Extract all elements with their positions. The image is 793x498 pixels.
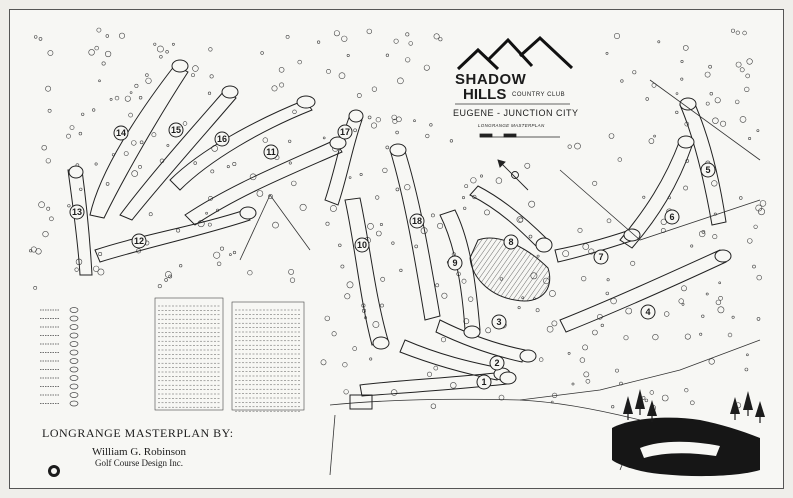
hole-number: 1 xyxy=(481,377,486,387)
hole-marker-3: 3 xyxy=(491,314,507,330)
north-arrow-icon xyxy=(497,159,529,191)
hole-marker-6: 6 xyxy=(664,209,680,225)
hole-number: 16 xyxy=(217,134,227,144)
roads xyxy=(239,79,761,476)
club-location: EUGENE - JUNCTION CITY xyxy=(453,108,579,118)
hole-number: 13 xyxy=(72,207,82,217)
hole-marker-13: 13 xyxy=(69,204,85,220)
firm-seal-icon xyxy=(48,465,60,477)
scale-bar xyxy=(479,133,560,138)
club-name-suffix: COUNTRY CLUB xyxy=(512,92,566,98)
hole-marker-17: 17 xyxy=(337,124,353,140)
tree-icon xyxy=(623,389,765,423)
designer-firm: Golf Course Design Inc. xyxy=(95,458,183,468)
hole-marker-12: 12 xyxy=(131,233,147,249)
hole-marker-5: 5 xyxy=(700,162,716,178)
hole-marker-9: 9 xyxy=(447,255,463,271)
hole-marker-18: 18 xyxy=(409,213,425,229)
club-name-line1: SHADOW xyxy=(455,71,527,88)
hole-number: 2 xyxy=(494,358,499,368)
hole-marker-8: 8 xyxy=(503,234,519,250)
hole-number: 10 xyxy=(357,240,367,250)
designer-name: William G. Robinson xyxy=(92,446,186,458)
hole-number: 3 xyxy=(496,317,501,327)
hole-number: 14 xyxy=(116,128,126,138)
hole-number: 18 xyxy=(412,216,422,226)
clubhouse-building xyxy=(349,394,373,410)
hole-number: 12 xyxy=(134,236,144,246)
hole-number: 4 xyxy=(645,307,650,317)
club-name-line2: HILLS xyxy=(463,86,507,103)
hole-marker-15: 15 xyxy=(168,122,184,138)
hole-number: 15 xyxy=(171,125,181,135)
hole-number: 7 xyxy=(598,252,603,262)
hole-number: 11 xyxy=(266,147,276,157)
hole-marker-14: 14 xyxy=(113,125,129,141)
hole-number: 5 xyxy=(705,165,710,175)
hole-marker-10: 10 xyxy=(354,237,370,253)
hole-marker-7: 7 xyxy=(593,249,609,265)
masterplan-credit-title: LONGRANGE MASTERPLAN BY: xyxy=(42,426,234,440)
tree-dots xyxy=(29,27,767,412)
scorecard-rows xyxy=(158,305,300,412)
greens xyxy=(68,59,732,385)
hole-marker-1: 1 xyxy=(476,374,492,390)
mountain-logo-icon xyxy=(456,35,574,71)
hole-number: 6 xyxy=(669,212,674,222)
hole-number: 17 xyxy=(340,127,350,137)
hole-number: 8 xyxy=(508,237,513,247)
hole-marker-2: 2 xyxy=(489,355,505,371)
hole-number: 9 xyxy=(452,258,457,268)
hole-marker-4: 4 xyxy=(640,304,656,320)
hole-marker-11: 11 xyxy=(263,144,279,160)
legend-symbols xyxy=(40,307,79,407)
scorecard-tables xyxy=(154,297,305,411)
course-sketch-vignette xyxy=(612,389,765,477)
plan-subtitle: LONGRANGE MASTERPLAN xyxy=(478,123,545,128)
hole-marker-16: 16 xyxy=(214,131,230,147)
